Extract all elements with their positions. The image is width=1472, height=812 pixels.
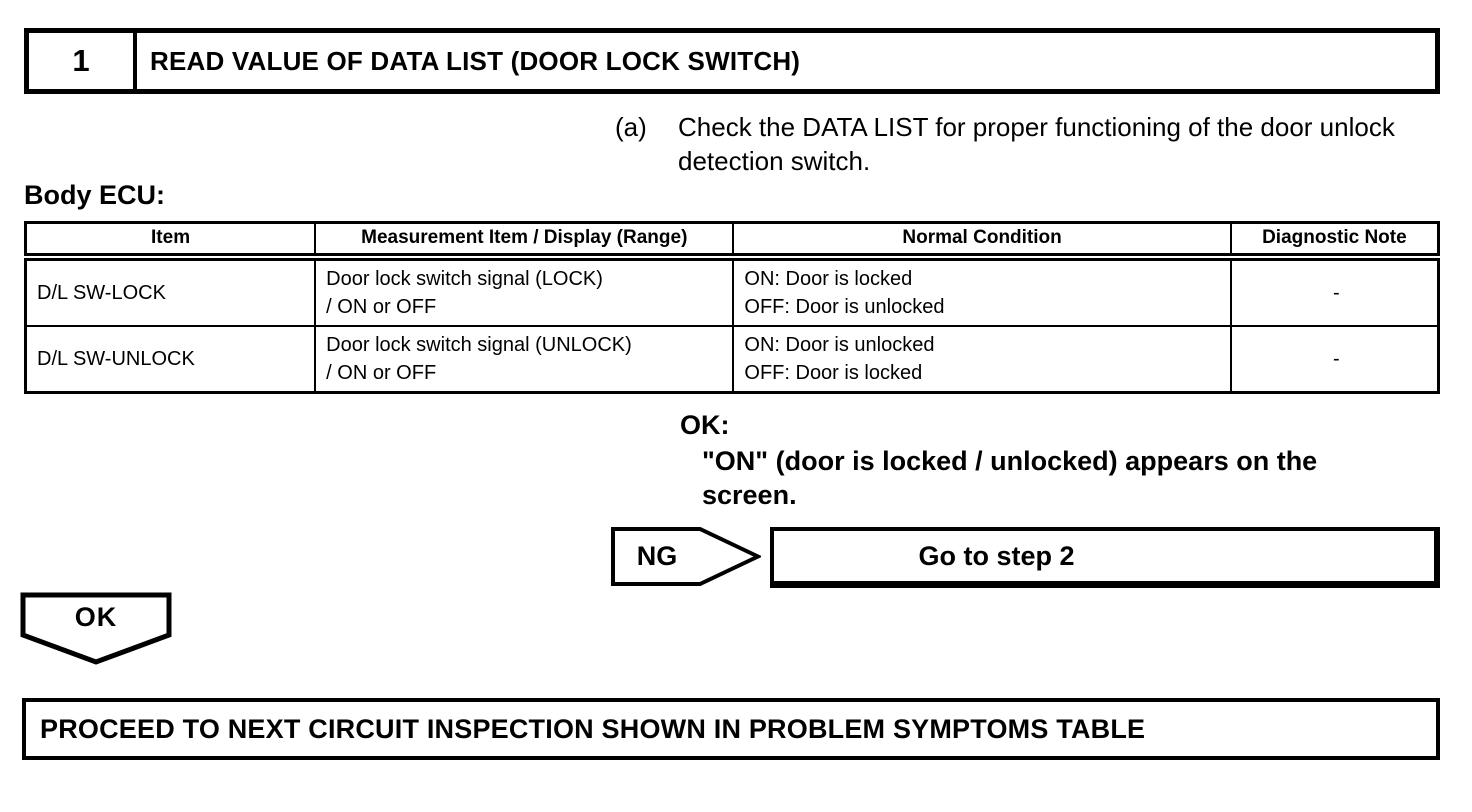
step-number: 1 xyxy=(29,33,137,89)
cell-measurement: Door lock switch signal (UNLOCK) / ON or… xyxy=(314,324,735,393)
instruction-marker: (a) xyxy=(615,112,647,142)
table-caption: Body ECU: xyxy=(24,180,165,210)
column-header-measurement: Measurement Item / Display (Range) xyxy=(314,221,735,261)
ok-criterion-label: OK: xyxy=(680,410,730,440)
ng-result-text: Go to step 2 xyxy=(918,540,1075,571)
instruction-step-a: (a) Check the DATA LIST for proper funct… xyxy=(615,110,1437,178)
table-header-row: Item Measurement Item / Display (Range) … xyxy=(24,221,1440,261)
column-header-item: Item xyxy=(24,221,317,261)
footer-directive-box: PROCEED TO NEXT CIRCUIT INSPECTION SHOWN… xyxy=(22,698,1440,760)
ng-label: NG xyxy=(636,541,678,571)
cell-measurement: Door lock switch signal (LOCK) / ON or O… xyxy=(314,255,735,327)
ok-pentagon: OK xyxy=(20,592,172,668)
ok-pentagon-label: OK xyxy=(74,601,118,632)
ok-criterion-text: "ON" (door is locked / unlocked) appears… xyxy=(702,446,1318,510)
column-header-normal-condition: Normal Condition xyxy=(732,221,1232,261)
data-list-table: Item Measurement Item / Display (Range) … xyxy=(24,221,1440,394)
ng-arrow-icon xyxy=(611,527,761,586)
step-header: 1 READ VALUE OF DATA LIST (DOOR LOCK SWI… xyxy=(24,28,1440,94)
instruction-text: Check the DATA LIST for proper functioni… xyxy=(678,112,1395,176)
cell-diagnostic-note: - xyxy=(1229,324,1440,393)
cell-normal-condition: ON: Door is unlocked OFF: Door is locked xyxy=(732,324,1232,393)
cell-item: D/L SW-LOCK xyxy=(24,255,317,327)
ok-pentagon-icon xyxy=(20,592,172,665)
footer-directive-text: PROCEED TO NEXT CIRCUIT INSPECTION SHOWN… xyxy=(40,713,1146,744)
ng-arrow: NG xyxy=(611,527,761,588)
cell-normal-condition: ON: Door is locked OFF: Door is unlocked xyxy=(732,255,1232,327)
cell-item: D/L SW-UNLOCK xyxy=(24,324,317,393)
table-row: D/L SW-UNLOCK Door lock switch signal (U… xyxy=(24,324,1440,393)
column-header-diagnostic-note: Diagnostic Note xyxy=(1229,221,1440,261)
cell-diagnostic-note: - xyxy=(1229,255,1440,327)
table-row: D/L SW-LOCK Door lock switch signal (LOC… xyxy=(24,255,1440,327)
step-title: READ VALUE OF DATA LIST (DOOR LOCK SWITC… xyxy=(150,45,801,76)
ng-result-box: Go to step 2 xyxy=(770,527,1440,588)
